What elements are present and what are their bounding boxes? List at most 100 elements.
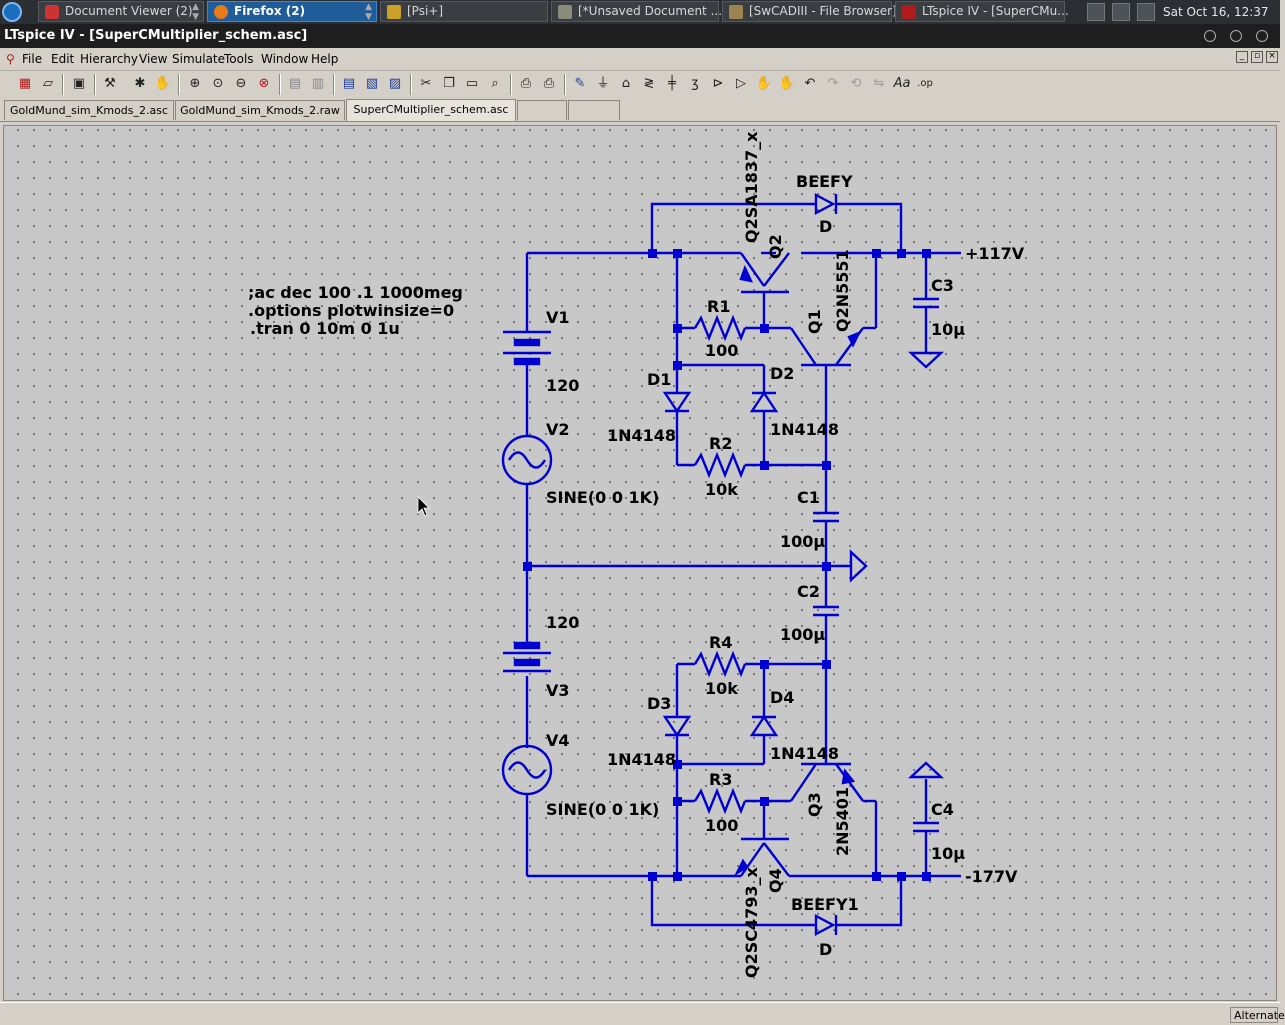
capacitor-icon[interactable]: ╪ — [668, 76, 676, 91]
cut-icon[interactable]: ✂ — [420, 76, 432, 91]
r2-label[interactable]: R2 — [709, 434, 732, 453]
v1-value-label[interactable]: 120 — [546, 376, 579, 395]
grid-icon[interactable]: ▥ — [311, 76, 325, 91]
c2-value-label[interactable]: 100µ — [780, 625, 825, 644]
tray-window-icon[interactable] — [1087, 3, 1105, 21]
menu-help[interactable]: Help — [311, 52, 339, 66]
r1-label[interactable]: R1 — [707, 297, 730, 316]
tray-clipboard-icon[interactable] — [1137, 3, 1155, 21]
run-icon[interactable]: ✱ — [134, 76, 146, 91]
q4-label[interactable]: Q4 — [766, 868, 785, 893]
zoom-out-icon[interactable]: ⊖ — [235, 76, 247, 91]
d1-label[interactable]: D1 — [647, 370, 671, 389]
d3-label[interactable]: D3 — [647, 694, 671, 713]
c3-value-label[interactable]: 10µ — [931, 320, 965, 339]
d3-model-label[interactable]: 1N4148 — [607, 750, 676, 769]
q1-model-label[interactable]: Q2N5551 — [833, 249, 852, 332]
tray-network-icon[interactable] — [1112, 3, 1130, 21]
d4-label[interactable]: D4 — [770, 688, 794, 707]
mirror-icon[interactable]: ⇋ — [873, 76, 885, 91]
task-unsaved-document[interactable]: [*Unsaved Document ... — [551, 1, 722, 22]
c4-label[interactable]: C4 — [931, 800, 954, 819]
v3-value-label[interactable]: 120 — [546, 613, 579, 632]
pan-icon[interactable]: ⊙ — [212, 76, 224, 91]
resistor-icon[interactable]: ≷ — [643, 76, 655, 91]
d2-model-label[interactable]: 1N4148 — [770, 420, 839, 439]
cascade-icon[interactable]: ▧ — [365, 76, 379, 91]
spice-directive-options[interactable]: .options plotwinsize=0 — [248, 301, 454, 320]
menu-hierarchy[interactable]: Hierarchy — [80, 52, 139, 66]
print-setup-icon[interactable]: ⎙ — [520, 76, 532, 91]
rotate-icon[interactable]: ⟲ — [850, 76, 862, 91]
close-icon[interactable] — [1256, 30, 1268, 42]
find-icon[interactable]: ⌕ — [491, 76, 499, 91]
menu-file[interactable]: File — [22, 52, 43, 66]
task-file-browser[interactable]: [SwCADIII - File Browser] — [722, 1, 897, 22]
menu-edit[interactable]: Edit — [51, 52, 75, 66]
spice-directive-icon[interactable]: .op — [917, 78, 933, 89]
spice-directive-ac[interactable]: ;ac dec 100 .1 1000meg — [248, 283, 463, 302]
d1-model-label[interactable]: 1N4148 — [607, 426, 676, 445]
q4-model-label[interactable]: Q2SC4793_x — [742, 866, 761, 978]
rail-plus-117v-label[interactable]: +117V — [965, 244, 1025, 263]
beefy-model-label[interactable]: D — [819, 217, 832, 236]
tab-empty-1[interactable] — [517, 100, 567, 120]
diode-icon[interactable]: ⊳ — [712, 76, 724, 91]
wire-icon[interactable]: ✎ — [574, 76, 586, 91]
clock[interactable]: Sat Oct 16, 12:37 AM — [1163, 5, 1269, 43]
d2-label[interactable]: D2 — [770, 364, 794, 383]
new-schematic-icon[interactable]: ▦ — [18, 76, 32, 91]
r2-value-label[interactable]: 10k — [705, 480, 738, 499]
maximize-icon[interactable] — [1230, 30, 1242, 42]
beefy1-model-label[interactable]: D — [819, 940, 832, 959]
task-document-viewer[interactable]: Document Viewer (2) ▲▼ — [38, 1, 204, 22]
r3-label[interactable]: R3 — [709, 770, 732, 789]
minimize-icon[interactable] — [1204, 30, 1216, 42]
q3-model-label[interactable]: 2N5401 — [833, 787, 852, 856]
save-icon[interactable]: ▣ — [72, 76, 86, 91]
tab-empty-2[interactable] — [568, 100, 620, 120]
control-panel-icon[interactable]: ⚒ — [104, 76, 116, 91]
paste-icon[interactable]: ▭ — [465, 76, 479, 91]
c2-label[interactable]: C2 — [797, 582, 820, 601]
v1-label[interactable]: V1 — [546, 308, 570, 327]
menu-view[interactable]: View — [139, 52, 168, 66]
beefy-label[interactable]: BEEFY — [796, 172, 853, 191]
mdi-minimize-icon[interactable]: _ — [1236, 51, 1248, 63]
v4-value-label[interactable]: SINE(0 0 1K) — [546, 800, 659, 819]
c1-label[interactable]: C1 — [797, 488, 820, 507]
text-icon[interactable]: Aa — [893, 76, 911, 91]
print-icon[interactable]: ⎙ — [543, 76, 555, 91]
app-menu-icon[interactable] — [2, 2, 22, 22]
menu-window[interactable]: Window — [261, 52, 309, 66]
undo-icon[interactable]: ↶ — [804, 76, 816, 91]
d4-model-label[interactable]: 1N4148 — [770, 744, 839, 763]
doc-menu-icon[interactable]: ⚲ — [6, 52, 15, 66]
q1-label[interactable]: Q1 — [805, 309, 824, 334]
v2-label[interactable]: V2 — [546, 420, 570, 439]
tab-goldmund-asc[interactable]: GoldMund_sim_Kmods_2.asc — [4, 100, 174, 120]
spice-directive-tran[interactable]: .tran 0 10m 0 1u — [250, 319, 400, 338]
menu-simulate[interactable]: Simulate — [172, 52, 226, 66]
tab-supercmultiplier[interactable]: SuperCMultiplier_schem.asc — [346, 99, 516, 121]
q2-model-label[interactable]: Q2SA1837_x — [742, 131, 761, 243]
task-psi[interactable]: [Psi+] — [380, 1, 548, 22]
task-ltspice[interactable]: LTspice IV - [SuperCMu... — [895, 1, 1069, 22]
drag-icon[interactable]: ✋ — [778, 76, 796, 91]
r3-value-label[interactable]: 100 — [705, 816, 738, 835]
copy-icon[interactable]: ❐ — [443, 76, 455, 91]
zoom-fit-icon[interactable]: ⊗ — [258, 76, 270, 91]
task-firefox[interactable]: Firefox (2) ▲▼ — [207, 1, 377, 22]
ground-icon[interactable]: ⏚ — [596, 76, 610, 91]
redo-icon[interactable]: ↷ — [827, 76, 839, 91]
autorange-icon[interactable]: ▤ — [288, 76, 302, 91]
c4-value-label[interactable]: 10µ — [931, 844, 965, 863]
c3-label[interactable]: C3 — [931, 276, 954, 295]
inductor-icon[interactable]: ʒ — [691, 76, 699, 91]
label-net-icon[interactable]: ⌂ — [621, 76, 631, 91]
tab-goldmund-raw[interactable]: GoldMund_sim_Kmods_2.raw — [175, 100, 345, 120]
c1-value-label[interactable]: 100µ — [780, 532, 825, 551]
r1-value-label[interactable]: 100 — [705, 341, 738, 360]
v4-label[interactable]: V4 — [546, 731, 570, 750]
r4-label[interactable]: R4 — [709, 633, 732, 652]
